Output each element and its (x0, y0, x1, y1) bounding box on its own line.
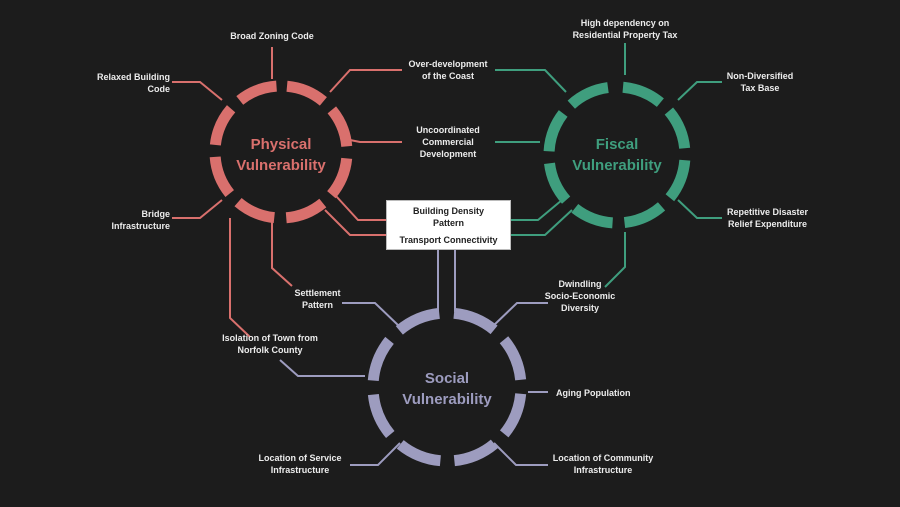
social-vulnerability-title: Social Vulnerability (402, 370, 492, 408)
label-broad-zoning-code: Broad Zoning Code (230, 31, 314, 41)
label-isolation-of-town: Isolation of Town from Norfolk County (222, 333, 318, 355)
label-high-dependency: High dependency on Residential Property … (572, 18, 678, 40)
physical-connectors (172, 47, 402, 338)
label-uncoordinated-commercial: Uncoordinated Commercial Development (416, 125, 480, 159)
label-service-infrastructure: Location of Service Infrastructure (258, 453, 342, 475)
label-transport-connectivity: Transport Connectivity (399, 235, 498, 245)
label-relaxed-building-code: Relaxed Building Code (96, 72, 170, 94)
fiscal-vulnerability-title: Fiscal Vulnerability (572, 136, 662, 174)
social-connectors (279, 250, 548, 466)
label-bridge-infrastructure: Bridge Infrastructure (111, 209, 170, 231)
label-over-development: Over-development of the Coast (408, 59, 488, 81)
label-aging-population: Aging Population (556, 388, 631, 398)
label-community-infrastructure: Location of Community Infrastructure (552, 453, 654, 475)
label-dwindling-diversity: Dwindling Socio-Economic Diversity (544, 279, 616, 313)
label-non-diversified-tax: Non-Diversified Tax Base (726, 71, 794, 93)
shared-factors-box: Building Density Pattern Transport Conne… (386, 200, 511, 250)
fiscal-connectors (495, 43, 722, 288)
label-building-density: Building Density Pattern (412, 206, 484, 228)
label-repetitive-disaster: Repetitive Disaster Relief Expenditure (726, 207, 809, 229)
physical-vulnerability-title: Physical Vulnerability (236, 136, 326, 174)
label-settlement-pattern: Settlement Pattern (294, 288, 341, 310)
